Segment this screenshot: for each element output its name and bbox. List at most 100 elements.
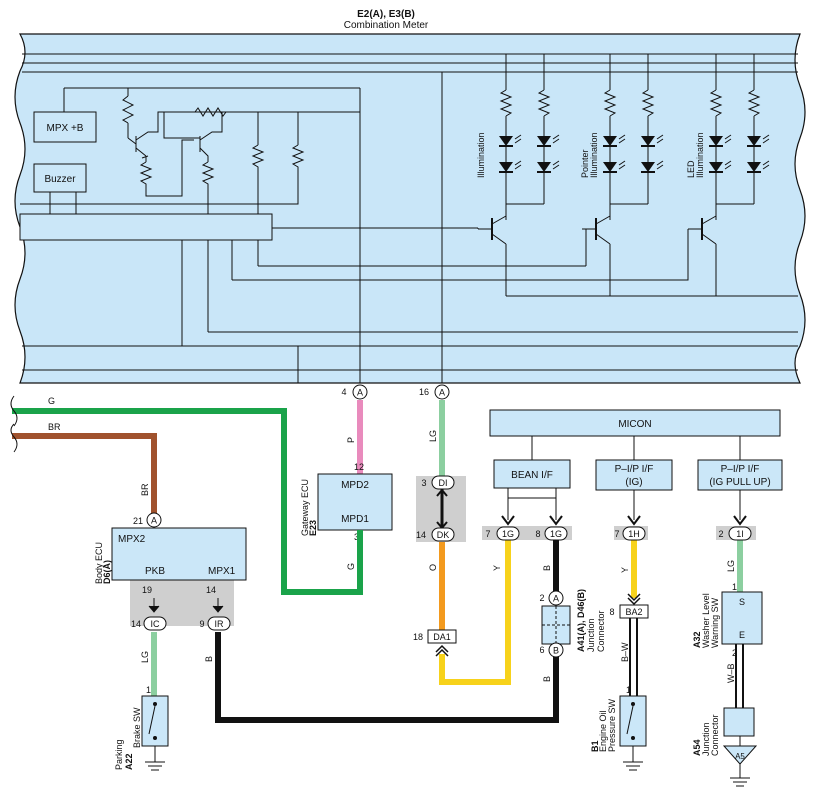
wire-black-b-ir bbox=[215, 632, 559, 723]
svg-text:1: 1 bbox=[732, 582, 737, 592]
wire-label-g: G bbox=[48, 396, 55, 406]
junction-name-2: Connector bbox=[596, 610, 606, 652]
micon-pip-pullup-line1: P–I/P I/F bbox=[721, 464, 760, 475]
wire-label-b-2: B bbox=[542, 676, 552, 682]
svg-text:7: 7 bbox=[614, 529, 619, 539]
svg-text:1G: 1G bbox=[502, 529, 514, 539]
connector-1i: 1I 2 bbox=[716, 515, 756, 541]
junction2-code: A54 bbox=[692, 739, 702, 756]
parking-name-line2: Brake SW bbox=[132, 707, 142, 748]
washer-level-switch: 1 S E 2 A32 Washer Level Warning SW bbox=[692, 582, 763, 658]
meter-code: E2(A), E3(B) bbox=[357, 9, 415, 20]
junction-name-1: Junction bbox=[586, 618, 596, 652]
svg-text:A: A bbox=[151, 516, 157, 526]
body-ecu-pin-mpx1: 14 bbox=[206, 585, 216, 595]
meter-transistor-cluster bbox=[20, 88, 360, 346]
svg-text:1: 1 bbox=[626, 685, 631, 695]
wire-label-p: P bbox=[346, 437, 356, 443]
oil-code: B1 bbox=[590, 740, 600, 752]
wire-label-y-2: Y bbox=[620, 567, 630, 573]
svg-text:8: 8 bbox=[535, 529, 540, 539]
junction-connector-a54: A5 A54 Junction Connector bbox=[692, 707, 758, 787]
svg-text:DI: DI bbox=[439, 478, 448, 488]
wire-label-y: Y bbox=[492, 565, 502, 571]
junction-code: A41(A), D46(B) bbox=[576, 589, 586, 652]
svg-text:4: 4 bbox=[341, 387, 346, 397]
gateway-pin-mpd2: 12 bbox=[354, 462, 364, 472]
svg-text:16: 16 bbox=[419, 387, 429, 397]
body-ecu-name: Body ECU bbox=[94, 542, 104, 584]
svg-text:14: 14 bbox=[416, 530, 426, 540]
svg-text:BA2: BA2 bbox=[625, 607, 642, 617]
svg-text:E: E bbox=[739, 630, 745, 640]
washer-name-1: Washer Level bbox=[701, 593, 711, 648]
svg-text:DK: DK bbox=[437, 530, 450, 540]
svg-text:1I: 1I bbox=[736, 529, 744, 539]
wire-label-lg-2: LG bbox=[726, 560, 736, 572]
gateway-mpd1: MPD1 bbox=[341, 514, 369, 525]
buzzer-box: Buzzer bbox=[33, 163, 87, 193]
gateway-name: Gateway ECU bbox=[300, 479, 310, 536]
junction2-name-1: Junction bbox=[701, 722, 711, 756]
wire-label-b-3: B bbox=[204, 656, 214, 662]
mpx-b-box: MPX +B bbox=[33, 111, 97, 143]
parking-name-1: Parking bbox=[114, 739, 124, 770]
wire-brown-br bbox=[12, 433, 157, 514]
svg-text:3: 3 bbox=[421, 478, 426, 488]
svg-text:A: A bbox=[553, 594, 559, 604]
connector-row-1g: 1G 7 1G 8 bbox=[482, 515, 572, 541]
svg-text:1H: 1H bbox=[628, 529, 640, 539]
meter-pin-16: A 16 bbox=[419, 384, 450, 400]
body-ecu-mpx1: MPX1 bbox=[208, 566, 236, 577]
illumination-label: LED bbox=[686, 160, 696, 178]
connector-da1: DA1 18 bbox=[413, 629, 457, 657]
svg-text:2: 2 bbox=[718, 529, 723, 539]
wire-label-lg: LG bbox=[428, 430, 438, 442]
micon-bean: BEAN I/F bbox=[511, 470, 553, 481]
svg-text:MPX +B: MPX +B bbox=[47, 123, 84, 134]
body-ecu: MPX2 PKB MPX1 19 14 D6(A) Body ECU bbox=[94, 527, 247, 626]
body-ecu-pin-pkb: 19 bbox=[142, 585, 152, 595]
oil-pressure-switch: 1 B1 Engine Oil Pressure SW bbox=[590, 685, 647, 771]
connector-ic: IC 14 bbox=[131, 598, 167, 631]
svg-text:IR: IR bbox=[215, 619, 225, 629]
micon-pip-pullup-line2: (IG PULL UP) bbox=[709, 477, 770, 488]
parking-code: A22 bbox=[124, 753, 134, 770]
connector-1h: 1H 7 bbox=[614, 515, 648, 541]
washer-code: A32 bbox=[692, 631, 702, 648]
wire-label-g-2: G bbox=[346, 563, 356, 570]
svg-text:Buzzer: Buzzer bbox=[44, 174, 76, 185]
svg-text:S: S bbox=[739, 597, 745, 607]
connector-di-dk: DI 3 DK 14 bbox=[416, 475, 466, 542]
pin-a21: A 21 bbox=[133, 512, 162, 528]
wire-bw: B–W bbox=[620, 618, 638, 696]
svg-text:1G: 1G bbox=[550, 529, 562, 539]
junction2-name-2: Connector bbox=[710, 714, 720, 756]
svg-text:DA1: DA1 bbox=[433, 632, 451, 642]
svg-text:9: 9 bbox=[199, 619, 204, 629]
oil-name-2: Pressure SW bbox=[607, 698, 617, 752]
wire-wb: W–B bbox=[726, 644, 744, 708]
svg-text:B: B bbox=[553, 646, 559, 656]
body-ecu-code: D6(A) bbox=[102, 560, 112, 584]
micon-pip-ig-line1: P–I/P I/F bbox=[615, 464, 654, 475]
svg-text:18: 18 bbox=[413, 632, 423, 642]
wire-yellow-y bbox=[439, 540, 511, 685]
micon-block: MICON BEAN I/F P–I/P I/F (IG) P–I/P I/F … bbox=[489, 409, 783, 520]
micon-label: MICON bbox=[618, 419, 651, 430]
body-ecu-pkb: PKB bbox=[145, 566, 165, 577]
meter-bottom-bus bbox=[22, 227, 798, 371]
body-ecu-mpx2: MPX2 bbox=[118, 534, 146, 545]
connector-ba2: BA2 8 bbox=[609, 593, 649, 619]
washer-name-2: Warning SW bbox=[710, 597, 720, 648]
gateway-code: E23 bbox=[308, 520, 318, 536]
svg-text:A: A bbox=[439, 388, 445, 398]
meter-internal-bar bbox=[19, 213, 273, 241]
wire-label-br-vertical: BR bbox=[140, 483, 150, 496]
meter-pin-4: A 4 bbox=[341, 384, 368, 400]
combination-meter: E2(A), E3(B) Combination Meter bbox=[14, 9, 806, 384]
